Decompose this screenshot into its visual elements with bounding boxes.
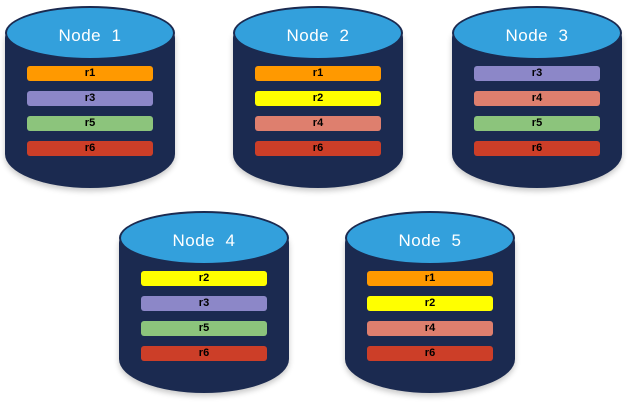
node-label: Node 5 (398, 231, 462, 250)
cylinder-top-icon (233, 6, 403, 60)
replica-bar[interactable]: r4 (474, 91, 600, 106)
replica-list: r2 r3 r5 r6 (141, 271, 267, 361)
replica-bar[interactable]: r5 (141, 321, 267, 336)
replica-list: r1 r3 r5 r6 (27, 66, 153, 156)
database-node-2[interactable]: Node 2 r1 r2 r4 r6 (233, 6, 403, 196)
node-label: Node 4 (172, 231, 236, 250)
replica-bar[interactable]: r1 (367, 271, 493, 286)
replica-bar[interactable]: r6 (367, 346, 493, 361)
cylinder-top-icon (452, 6, 622, 60)
replica-bar[interactable]: r2 (141, 271, 267, 286)
replica-list: r3 r4 r5 r6 (474, 66, 600, 156)
cylinder-top-icon (345, 211, 515, 265)
cylinder-top-icon (5, 6, 175, 60)
replica-bar[interactable]: r5 (474, 116, 600, 131)
replica-bar[interactable]: r1 (27, 66, 153, 81)
replica-bar[interactable]: r1 (255, 66, 381, 81)
node-label: Node 2 (286, 26, 350, 45)
cylinder-top-icon (119, 211, 289, 265)
replica-bar[interactable]: r2 (367, 296, 493, 311)
database-node-5[interactable]: Node 5 r1 r2 r4 r6 (345, 211, 515, 401)
database-node-3[interactable]: Node 3 r3 r4 r5 r6 (452, 6, 622, 196)
node-label: Node 1 (58, 26, 122, 45)
replica-bar[interactable]: r3 (474, 66, 600, 81)
replica-bar[interactable]: r6 (474, 141, 600, 156)
replica-bar[interactable]: r6 (27, 141, 153, 156)
replica-bar[interactable]: r3 (141, 296, 267, 311)
replica-list: r1 r2 r4 r6 (255, 66, 381, 156)
node-label: Node 3 (505, 26, 569, 45)
replica-bar[interactable]: r4 (255, 116, 381, 131)
replica-bar[interactable]: r5 (27, 116, 153, 131)
replica-bar[interactable]: r2 (255, 91, 381, 106)
replica-bar[interactable]: r4 (367, 321, 493, 336)
database-node-1[interactable]: Node 1 r1 r3 r5 r6 (5, 6, 175, 196)
replica-list: r1 r2 r4 r6 (367, 271, 493, 361)
replica-bar[interactable]: r6 (255, 141, 381, 156)
database-node-4[interactable]: Node 4 r2 r3 r5 r6 (119, 211, 289, 401)
replica-bar[interactable]: r3 (27, 91, 153, 106)
replica-bar[interactable]: r6 (141, 346, 267, 361)
